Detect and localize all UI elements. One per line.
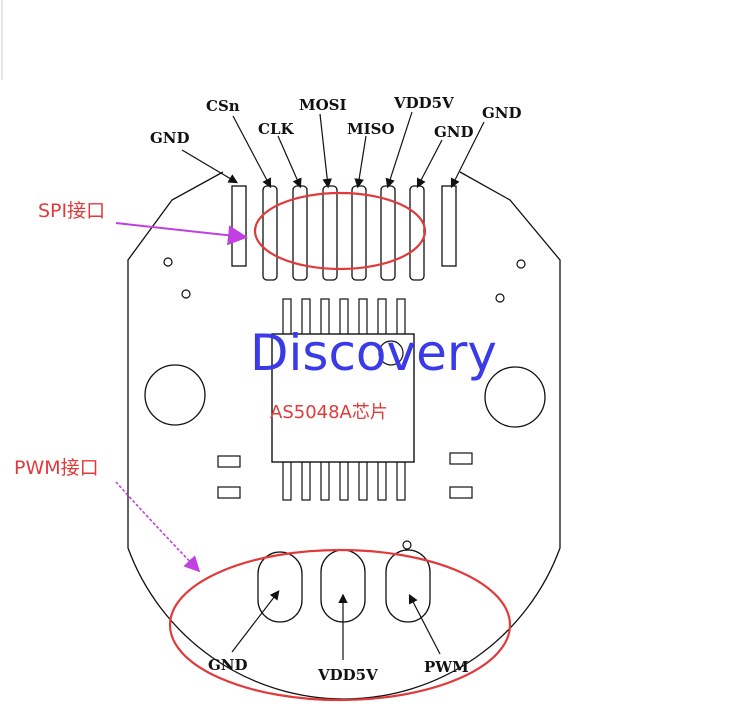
chip-legs-bottom (282, 461, 406, 501)
spi-pad (351, 185, 367, 281)
pwm-highlight-ellipse (168, 548, 512, 702)
watermark-text: Discovery (250, 324, 497, 382)
chip-body (271, 333, 415, 463)
spi-pin-label: CSn (206, 97, 240, 115)
spi-pin-label: MISO (347, 120, 395, 138)
spi-pin-label: VDD5V (393, 94, 454, 112)
spi-pad (231, 185, 247, 267)
spi-pads (231, 185, 457, 281)
pwm-interface-label: PWM接口 (14, 457, 99, 479)
spi-pin-arrows (181, 111, 485, 189)
pwm-pin-label: GND (208, 656, 248, 674)
pwm-pad (257, 551, 303, 623)
spi-pad (322, 185, 338, 281)
pwm-pin-label: PWM (424, 658, 469, 676)
spi-pin-label: GND (150, 129, 190, 147)
spi-highlight-ellipse (253, 191, 427, 271)
pwm-pad (385, 549, 431, 623)
pwm-pointer-arrow (115, 481, 201, 573)
spi-pin-label: MOSI (299, 96, 347, 114)
spi-pad (262, 185, 278, 281)
spi-interface-label: SPI接口 (38, 200, 105, 222)
mounting-hole-right (484, 366, 546, 428)
chip-pin1-mark (378, 340, 404, 366)
spi-pin-label: CLK (258, 120, 294, 138)
spi-pad (409, 185, 425, 281)
spi-pin-label: GND (434, 123, 474, 141)
spi-pin-label: GND (482, 104, 522, 122)
spi-pad (441, 185, 457, 267)
spi-pointer-arrow (115, 222, 248, 246)
chip-label: AS5048A芯片 (270, 402, 388, 423)
side-pads (217, 452, 473, 499)
pwm-pin-label: VDD5V (317, 666, 378, 684)
pwm-pin-arrows (231, 590, 441, 660)
pwm-pads (257, 549, 431, 623)
mounting-hole-left (144, 364, 206, 426)
